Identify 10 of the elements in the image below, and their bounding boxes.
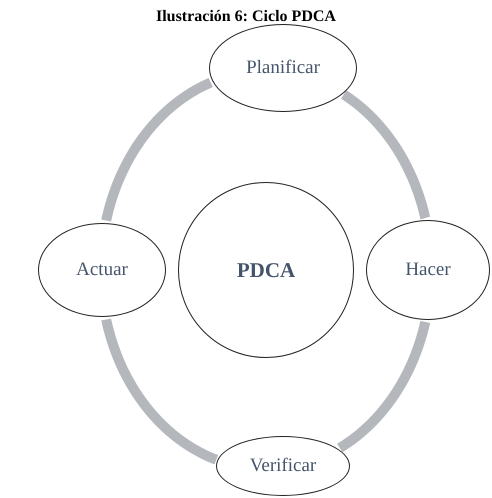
ring-arc — [101, 316, 220, 464]
stage-label: Planificar — [246, 57, 320, 79]
stage-label: Verificar — [250, 455, 316, 477]
ring-arc — [101, 78, 214, 224]
ring-arc — [340, 90, 430, 222]
ring-arc — [336, 318, 430, 452]
stage-label: Hacer — [405, 259, 451, 281]
stage-label: Actuar — [76, 259, 128, 281]
stage-label: PDCA — [236, 258, 296, 282]
figure-title: Ilustración 6: Ciclo PDCA — [155, 8, 337, 26]
